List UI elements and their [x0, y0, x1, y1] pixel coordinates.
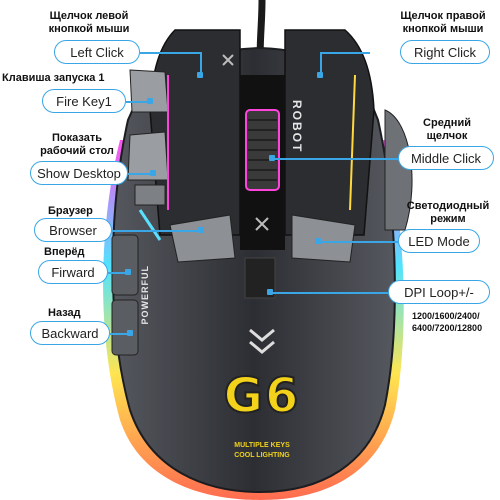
right-click-caption: Щелчок правой кнопкой мыши — [400, 10, 486, 35]
leader-dot — [269, 155, 275, 161]
middle-click-caption: Средний щелчок — [423, 117, 471, 142]
dpi-values: 1200/1600/2400/ 6400/7200/12800 — [412, 311, 483, 333]
leader-dot — [150, 170, 156, 176]
leader-dot — [147, 98, 153, 104]
leader-line — [272, 158, 400, 160]
leader-line — [320, 52, 370, 54]
fire-key-label: Fire Key1 — [42, 89, 126, 113]
backward-label: Backward — [30, 321, 110, 345]
leader-line — [140, 52, 200, 54]
x-logo-icon — [222, 54, 269, 231]
leader-dot — [317, 72, 323, 78]
leader-line — [128, 173, 150, 175]
browser-caption: Браузер — [48, 205, 93, 217]
leader-line — [270, 292, 388, 294]
leader-dot — [315, 238, 321, 244]
left-click-label: Left Click — [54, 40, 140, 64]
middle-click-label: Middle Click — [398, 146, 494, 170]
brand-side-text: POWERFUL — [140, 265, 150, 325]
side-button-lower — [134, 184, 166, 206]
tagline-1: MULTIPLE KEYS — [234, 442, 290, 449]
leader-line — [112, 230, 200, 232]
chevron-down-icon — [249, 328, 275, 342]
leader-line — [320, 52, 322, 74]
leader-dot — [267, 289, 273, 295]
led-mode-caption: Светодиодный режим — [406, 200, 490, 225]
dpi-loop-label: DPI Loop+/- — [388, 280, 490, 304]
browser-button — [169, 214, 236, 263]
leader-dot — [125, 269, 131, 275]
fire-key-caption: Клавиша запуска 1 — [2, 72, 105, 84]
leader-line — [126, 101, 148, 103]
leader-line — [318, 241, 398, 243]
browser-label: Browser — [34, 218, 112, 242]
left-click-caption: Щелчок левой кнопкой мыши — [48, 10, 130, 35]
leader-line — [110, 333, 130, 335]
forward-button — [111, 234, 139, 296]
tagline-2: COOL LIGHTING — [234, 452, 290, 459]
show-desktop-caption: Показать рабочий стол — [40, 132, 114, 157]
backward-caption: Назад — [48, 307, 81, 319]
leader-dot — [197, 72, 203, 78]
led-mode-label: LED Mode — [398, 229, 480, 253]
model-logo: G6 — [223, 367, 301, 425]
neon-line-right — [349, 74, 356, 211]
neon-line-cyan — [138, 209, 162, 241]
right-click-label: Right Click — [400, 40, 490, 64]
forward-caption: Вперёд — [44, 246, 85, 258]
leader-dot — [127, 330, 133, 336]
leader-line — [108, 272, 128, 274]
chevron-down-icon — [249, 340, 275, 354]
backward-button — [111, 299, 139, 356]
brand-top-text: ROBOT — [290, 100, 304, 154]
leader-line — [200, 52, 202, 74]
show-desktop-label: Show Desktop — [30, 161, 128, 185]
forward-label: Firward — [38, 260, 108, 284]
leader-dot — [198, 227, 204, 233]
led-mode-button — [291, 214, 356, 263]
